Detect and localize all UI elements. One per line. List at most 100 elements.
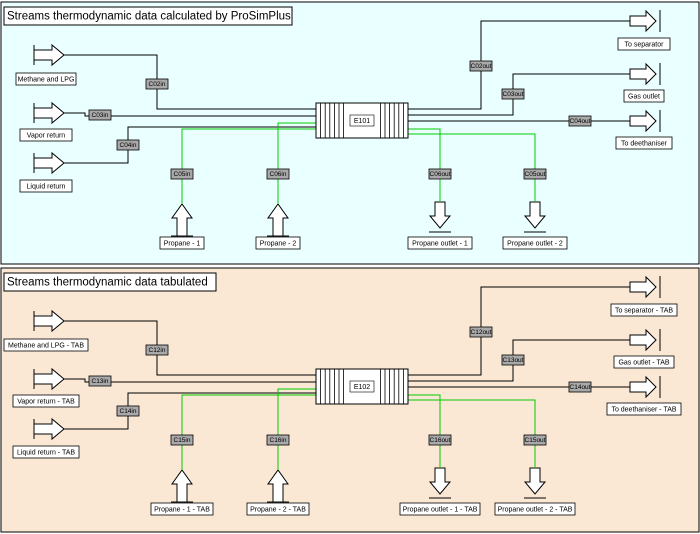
product-gas-icon[interactable] bbox=[629, 328, 661, 352]
stream-tag-c05out[interactable]: C05out bbox=[523, 168, 547, 180]
product-separator-label-text: To separator - TAB bbox=[615, 307, 673, 314]
stream-tag-c12out[interactable]: C12out bbox=[469, 326, 493, 338]
stream-tag-c02out-label: C02out bbox=[471, 63, 492, 70]
stream-C03in bbox=[64, 112, 316, 117]
product-propane-2-label: Propane outlet - 2 bbox=[502, 236, 568, 250]
product-propane-2-icon[interactable] bbox=[523, 201, 547, 233]
stream-tag-c12in-box bbox=[145, 344, 169, 356]
stream-tag-c15out[interactable]: C15out bbox=[523, 434, 547, 446]
stream-tag-c14in-label: C14in bbox=[120, 408, 137, 415]
stream-tag-c03in[interactable]: C03in bbox=[88, 109, 112, 121]
product-propane-1-label-box bbox=[399, 502, 481, 516]
stream-tag-c16out-label: C16out bbox=[430, 437, 451, 444]
feed-methane-label: Methane and LPG - TAB bbox=[3, 338, 89, 352]
feed-vapor-label-text: Vapor return bbox=[27, 132, 65, 139]
stream-tag-c06out[interactable]: C06out bbox=[428, 168, 452, 180]
product-separator-label: To separator bbox=[617, 37, 671, 51]
stream-tag-c03out-label: C03out bbox=[503, 91, 524, 98]
product-deethaniser-icon[interactable] bbox=[629, 375, 661, 399]
stream-tag-c02out[interactable]: C02out bbox=[469, 60, 493, 72]
stream-tag-c15in[interactable]: C15in bbox=[170, 434, 194, 446]
feed-propane-1-label: Propane - 1 - TAB bbox=[150, 502, 214, 516]
product-separator-icon[interactable] bbox=[629, 275, 661, 299]
product-gas-icon[interactable] bbox=[629, 62, 661, 86]
product-propane-1-label-text: Propane outlet - 1 - TAB bbox=[403, 506, 478, 513]
product-separator-label-text: To separator bbox=[625, 41, 665, 48]
stream-tag-c04out-label: C04out bbox=[570, 118, 591, 125]
product-propane-2-icon[interactable] bbox=[523, 467, 547, 499]
feed-liquid-label: Liquid return - TAB bbox=[12, 445, 80, 459]
stream-tag-c14in[interactable]: C14in bbox=[116, 405, 140, 417]
stream-tag-c06out-box bbox=[428, 168, 452, 180]
feed-propane-2-label-box bbox=[246, 502, 310, 516]
stream-tag-c13in-label: C13in bbox=[92, 378, 109, 385]
feed-propane-1-label-box bbox=[150, 502, 214, 516]
product-gas-label: Gas outlet - TAB bbox=[613, 355, 675, 369]
product-propane-1-label: Propane outlet - 1 bbox=[407, 236, 473, 250]
stream-tag-c16in[interactable]: C16in bbox=[266, 434, 290, 446]
feed-liquid-label-box bbox=[19, 179, 73, 193]
feed-vapor-label: Vapor return bbox=[19, 128, 73, 142]
heat-exchanger-e102[interactable]: E102 bbox=[315, 368, 409, 405]
stream-tag-c13in[interactable]: C13in bbox=[88, 375, 112, 387]
product-propane-1-icon[interactable] bbox=[428, 467, 452, 499]
stream-tag-c03out[interactable]: C03out bbox=[501, 88, 525, 100]
stream-tag-c15out-label: C15out bbox=[525, 437, 546, 444]
product-deethaniser-label-text: To deethaniser - TAB bbox=[611, 406, 676, 413]
product-propane-1-icon[interactable] bbox=[428, 201, 452, 233]
feed-liquid-label-text: Liquid return bbox=[27, 183, 66, 190]
stream-tag-c12in-label: C12in bbox=[149, 347, 166, 354]
product-separator-label-box bbox=[617, 37, 671, 51]
panel-1-title-box bbox=[3, 6, 293, 26]
stream-tag-c06in[interactable]: C06in bbox=[266, 168, 290, 180]
feed-methane-icon[interactable] bbox=[33, 43, 65, 67]
exchanger-name-box bbox=[349, 114, 375, 127]
heat-exchanger-e101[interactable]: E101 bbox=[315, 102, 409, 139]
stream-tag-c05in[interactable]: C05in bbox=[170, 168, 194, 180]
stream-tag-c03in-label: C03in bbox=[92, 112, 109, 119]
feed-methane-label-box bbox=[15, 72, 77, 86]
product-deethaniser-label-box bbox=[606, 402, 682, 416]
panel-1-title: Streams thermodynamic data calculated by… bbox=[3, 6, 293, 26]
stream-tag-c16out[interactable]: C16out bbox=[428, 434, 452, 446]
product-propane-2-label-text: Propane outlet - 2 - TAB bbox=[498, 506, 573, 513]
feed-vapor-label: Vapor return - TAB bbox=[12, 394, 80, 408]
product-deethaniser-label: To deethaniser - TAB bbox=[606, 402, 682, 416]
stream-tag-c05out-label: C05out bbox=[525, 171, 546, 178]
stream-tag-c14out[interactable]: C14out bbox=[568, 381, 592, 393]
feed-propane-1-label-text: Propane - 1 - TAB bbox=[154, 506, 210, 513]
product-propane-1-label-text: Propane outlet - 1 bbox=[412, 240, 468, 247]
feed-propane-2-label-text: Propane - 2 - TAB bbox=[250, 506, 306, 513]
stream-tag-c14out-label: C14out bbox=[570, 384, 591, 391]
product-deethaniser-icon[interactable] bbox=[629, 109, 661, 133]
feed-liquid-label-box bbox=[12, 445, 80, 459]
stream-tag-c16in-label: C16in bbox=[270, 437, 287, 444]
product-gas-label-box bbox=[623, 89, 665, 103]
stream-tag-c12in[interactable]: C12in bbox=[145, 344, 169, 356]
stream-tag-c16in-box bbox=[266, 434, 290, 446]
stream-tag-c02in[interactable]: C02in bbox=[145, 78, 169, 90]
feed-liquid-icon[interactable] bbox=[33, 417, 65, 441]
feed-propane-2-label: Propane - 2 - TAB bbox=[246, 502, 310, 516]
stream-tag-c04in[interactable]: C04in bbox=[116, 139, 140, 151]
stream-tag-c15out-box bbox=[523, 434, 547, 446]
stream-tag-c04in-label: C04in bbox=[120, 142, 137, 149]
stream-tag-c13out[interactable]: C13out bbox=[501, 354, 525, 366]
stream-tag-c05out-box bbox=[523, 168, 547, 180]
feed-liquid-label: Liquid return bbox=[19, 179, 73, 193]
product-propane-2-label-box bbox=[502, 236, 568, 250]
product-deethaniser-label-box bbox=[615, 136, 673, 150]
product-separator-icon[interactable] bbox=[629, 9, 661, 33]
panel-2-title-text: Streams thermodynamic data tabulated bbox=[7, 277, 208, 289]
exchanger-name: E101 bbox=[354, 118, 370, 125]
stream-tag-c03out-box bbox=[501, 88, 525, 100]
feed-propane-1-label: Propane - 1 bbox=[159, 236, 205, 250]
stream-tag-c04out[interactable]: C04out bbox=[568, 115, 592, 127]
feed-liquid-icon[interactable] bbox=[33, 151, 65, 175]
product-propane-1-label-box bbox=[407, 236, 473, 250]
stream-tag-c02in-box bbox=[145, 78, 169, 90]
stream-tag-c15in-box bbox=[170, 434, 194, 446]
feed-methane-label-text: Methane and LPG bbox=[18, 76, 75, 83]
feed-vapor-icon[interactable] bbox=[33, 367, 65, 391]
product-propane-2-label-text: Propane outlet - 2 bbox=[507, 240, 563, 247]
